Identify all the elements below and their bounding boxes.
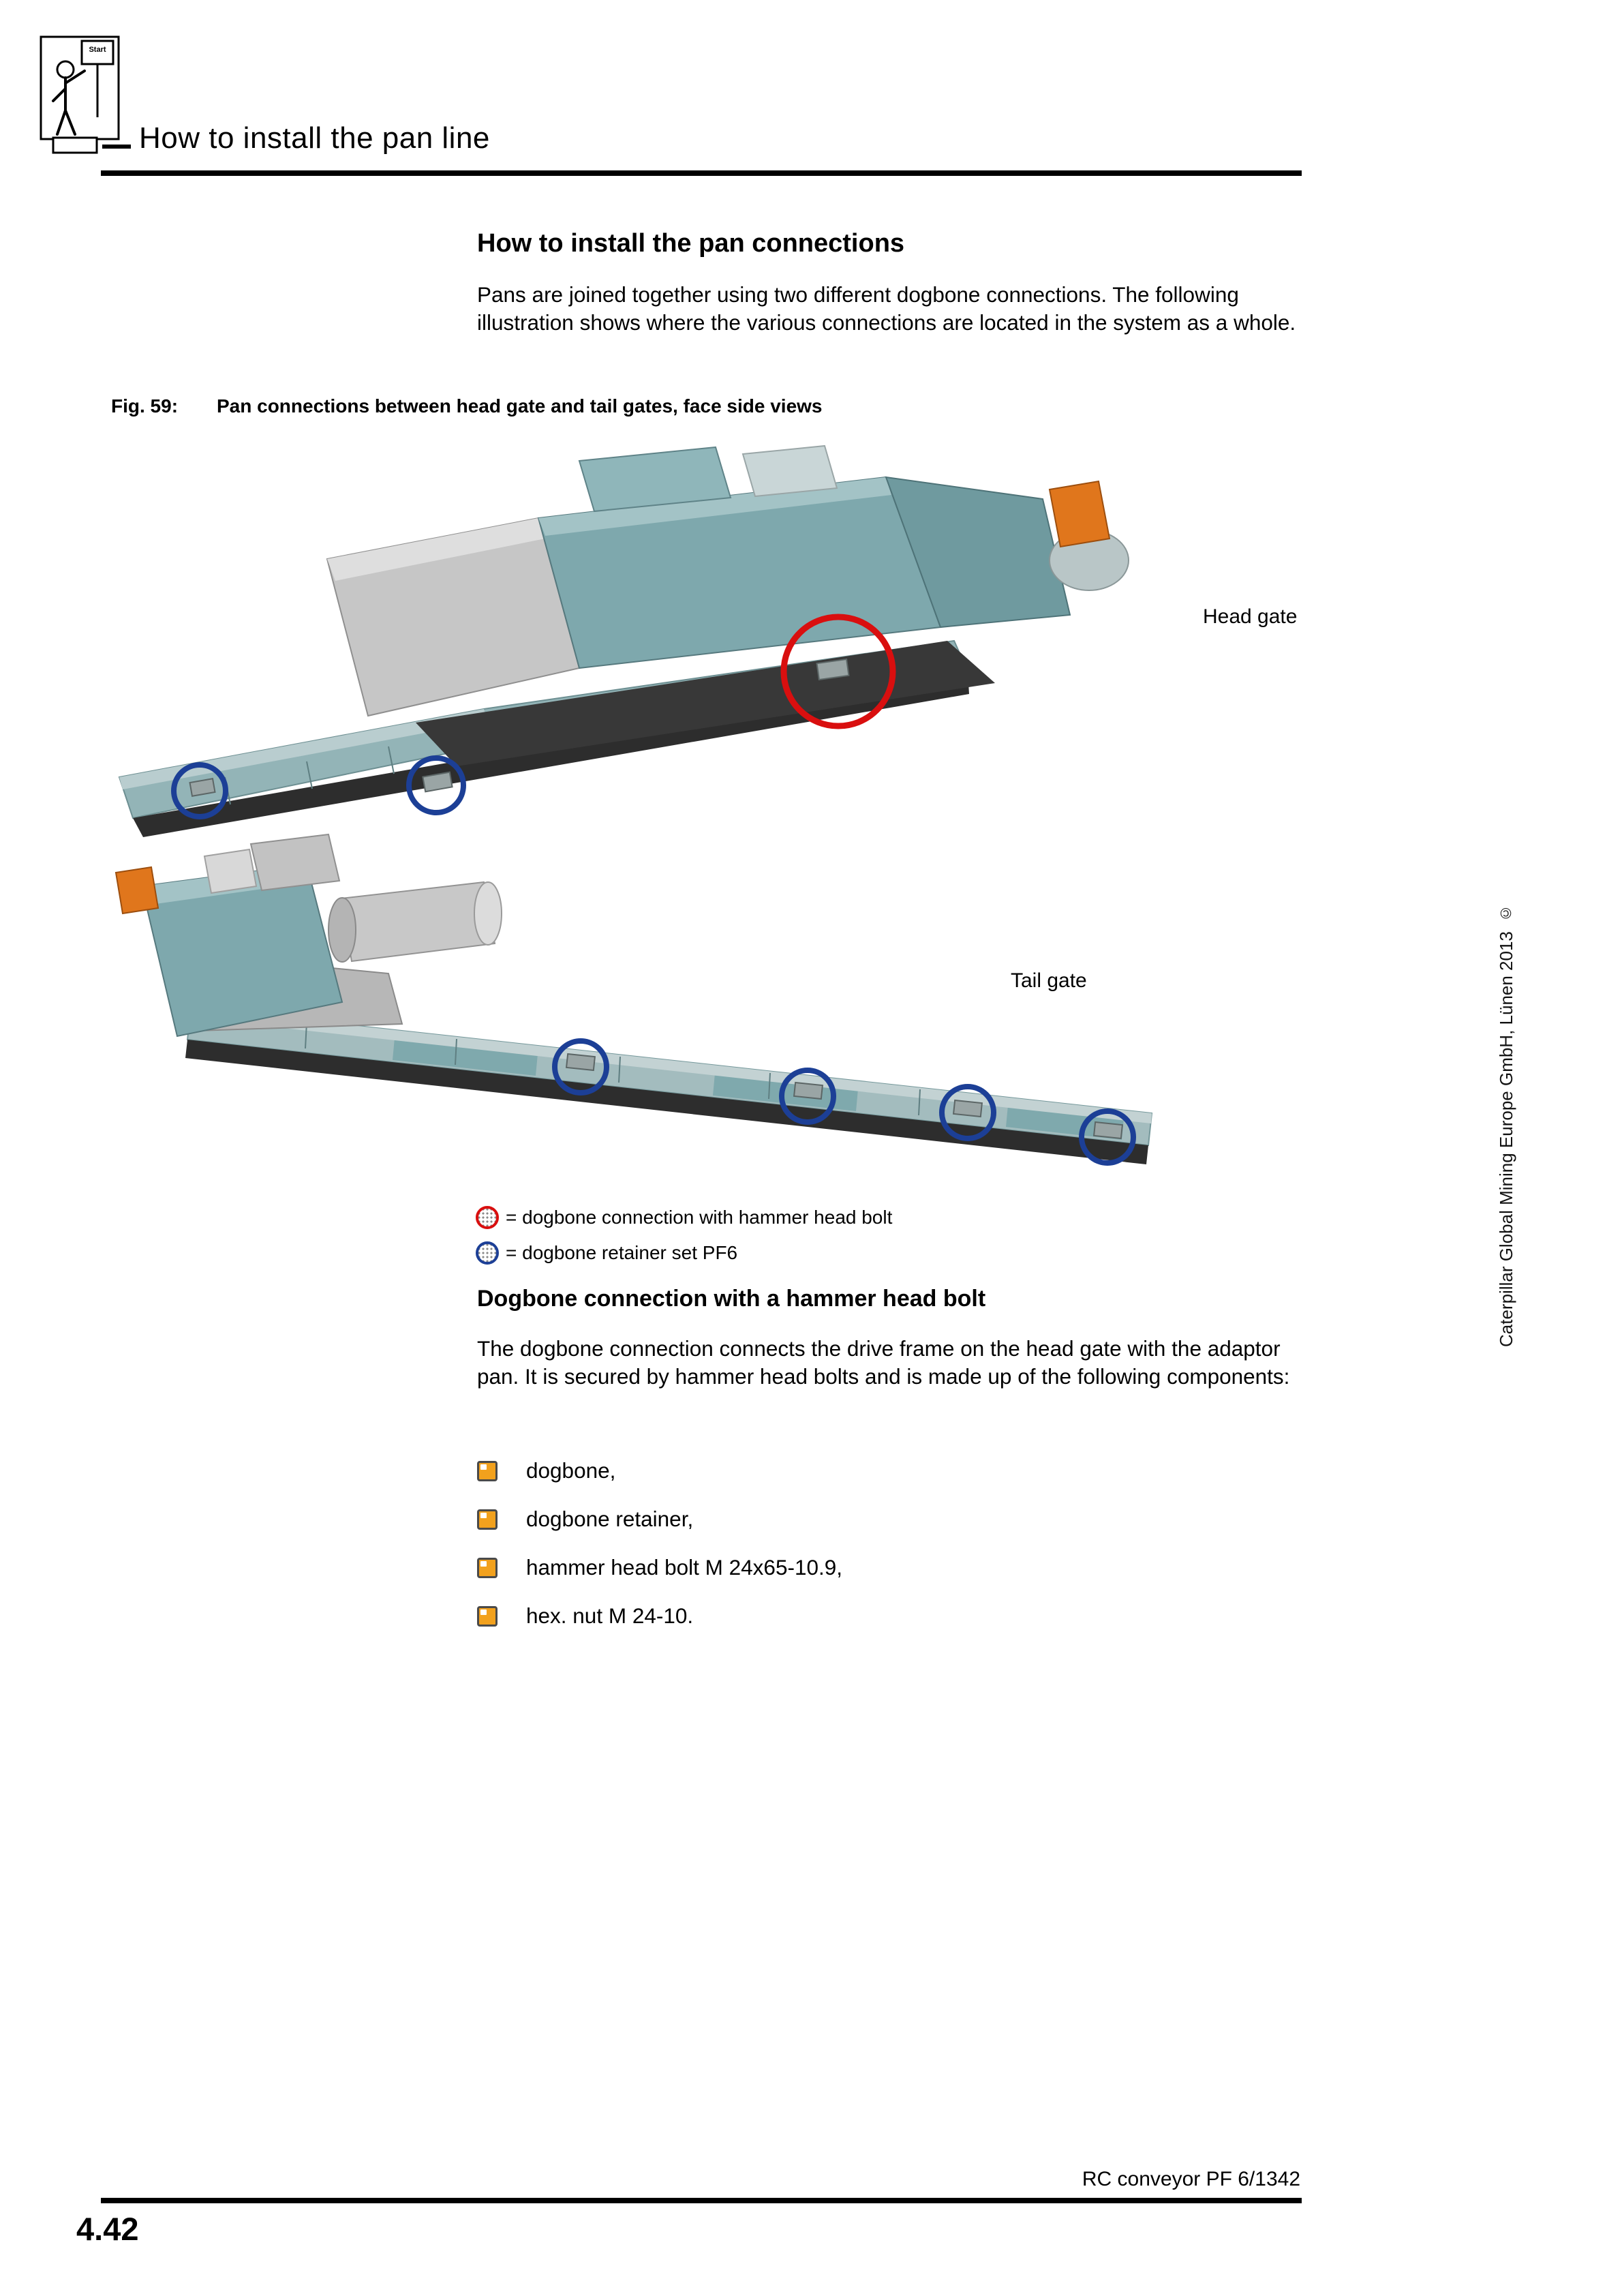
page-header-title: How to install the pan line: [139, 121, 490, 155]
subsection-title: Dogbone connection with a hammer head bo…: [477, 1286, 986, 1312]
legend-text-blue: = dogbone retainer set PF6: [506, 1242, 738, 1263]
figure-legend: = dogbone connection with hammer head bo…: [476, 1205, 892, 1276]
footer-page-number: 4.42: [76, 2211, 139, 2247]
pan-line-illustration: [102, 436, 1302, 1186]
tail-gate-drawing: [114, 833, 1153, 1166]
figure-label: Fig. 59:: [111, 395, 179, 417]
component-list: dogbone, dogbone retainer, hammer head b…: [477, 1447, 1309, 1640]
list-item: hex. nut M 24-10.: [477, 1592, 1309, 1640]
bullet-square-icon: [477, 1460, 498, 1481]
blue-marker-circle: [171, 762, 228, 819]
head-gate-label: Head gate: [1203, 605, 1298, 628]
head-gate-drawing: [118, 444, 1129, 837]
legend-row-red: = dogbone connection with hammer head bo…: [476, 1205, 892, 1230]
footer-rule: [101, 2198, 1302, 2203]
blue-marker-circle: [1079, 1108, 1136, 1166]
orange-part-head: [1048, 480, 1111, 548]
blue-marker-circle: [552, 1038, 609, 1096]
blue-marker-circle: [406, 755, 466, 815]
list-item: dogbone retainer,: [477, 1495, 1309, 1543]
footer-doc-ref: RC conveyor PF 6/1342: [1082, 2168, 1300, 2190]
bullet-square-icon: [477, 1605, 498, 1627]
section-title: How to install the pan connections: [477, 229, 905, 258]
start-sign-text: Start: [89, 46, 106, 54]
header-dash: [102, 145, 131, 149]
list-item-text: dogbone retainer,: [526, 1507, 694, 1531]
red-marker-circle: [780, 614, 896, 729]
list-item-text: hammer head bolt M 24x65-10.9,: [526, 1555, 843, 1580]
list-item-text: hex. nut M 24-10.: [526, 1603, 694, 1628]
orange-part-tail: [114, 866, 159, 915]
tail-gate-label: Tail gate: [1011, 969, 1087, 992]
list-item-text: dogbone,: [526, 1458, 616, 1483]
subsection-body: The dogbone connection connects the driv…: [477, 1336, 1290, 1389]
red-circle-marker-icon: [476, 1206, 499, 1229]
vertical-imprint: Caterpillar Global Mining Europe GmbH, L…: [1491, 856, 1521, 1347]
imprint-text: Caterpillar Global Mining Europe GmbH, L…: [1496, 931, 1516, 1347]
list-item: dogbone,: [477, 1447, 1309, 1495]
list-item: hammer head bolt M 24x65-10.9,: [477, 1543, 1309, 1592]
blue-marker-circle: [939, 1084, 996, 1141]
legend-row-blue: = dogbone retainer set PF6: [476, 1241, 892, 1265]
bullet-square-icon: [477, 1509, 498, 1530]
figure-caption: Pan connections between head gate and ta…: [217, 395, 823, 417]
instructor-pictogram: Start: [40, 35, 120, 157]
blue-circle-marker-icon: [476, 1241, 499, 1265]
legend-text-red: = dogbone connection with hammer head bo…: [506, 1207, 893, 1228]
bullet-square-icon: [477, 1557, 498, 1578]
header-rule: [101, 170, 1302, 176]
copyright-symbol: ©: [1497, 905, 1514, 922]
section-intro: Pans are joined together using two diffe…: [477, 282, 1296, 335]
blue-marker-circle: [779, 1068, 836, 1125]
